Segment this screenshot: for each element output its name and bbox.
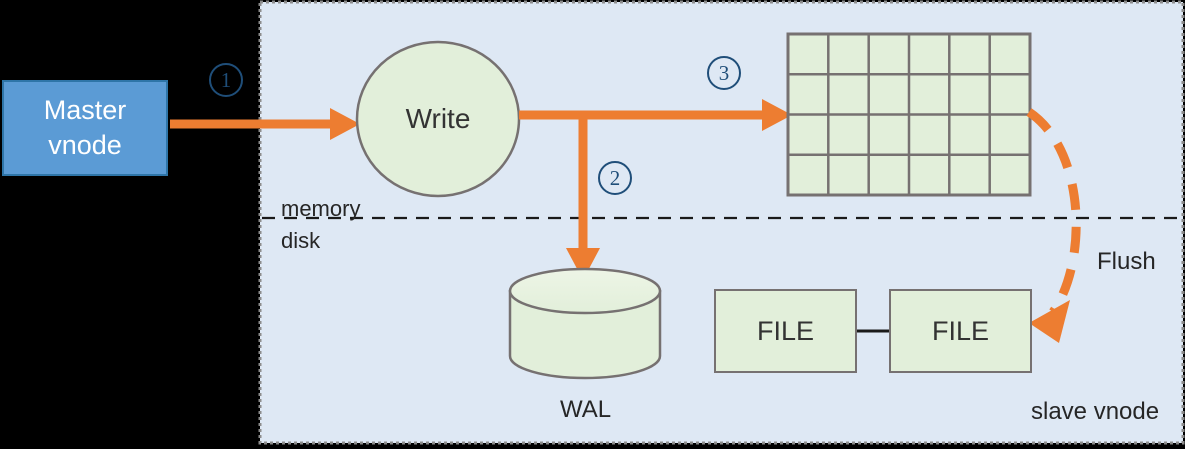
arrow-2-write-to-wal — [566, 115, 600, 280]
step-badge-3: 3 — [707, 56, 741, 90]
file-box-left-label: FILE — [756, 315, 815, 346]
step-badge-1: 1 — [209, 63, 243, 97]
arrow-flush-memtable-to-file — [1026, 108, 1081, 343]
write-node-label-wrap[interactable]: Write — [357, 42, 519, 196]
wal-cylinder-shape — [508, 267, 662, 380]
file-box-right-label: FILE — [931, 315, 990, 346]
slave-vnode-label: slave vnode — [1031, 398, 1160, 425]
master-vnode-line2: vnode — [48, 130, 122, 160]
flush-label: Flush — [1097, 248, 1156, 275]
step-badge-2: 2 — [598, 161, 632, 195]
arrow-3-write-to-memtable — [519, 99, 792, 131]
arrow-1-master-to-write — [170, 108, 360, 140]
master-vnode-line1: Master — [43, 95, 127, 126]
master-vnode-box[interactable]: Master vnode — [2, 80, 168, 176]
write-node-label: Write — [405, 103, 471, 134]
disk-label: disk — [281, 228, 321, 253]
wal-label: WAL — [560, 396, 612, 423]
memory-label: memory — [281, 196, 361, 221]
file-box-right[interactable]: FILE — [889, 289, 1032, 373]
memtable-grid — [786, 32, 1032, 197]
file-box-left[interactable]: FILE — [714, 289, 857, 373]
